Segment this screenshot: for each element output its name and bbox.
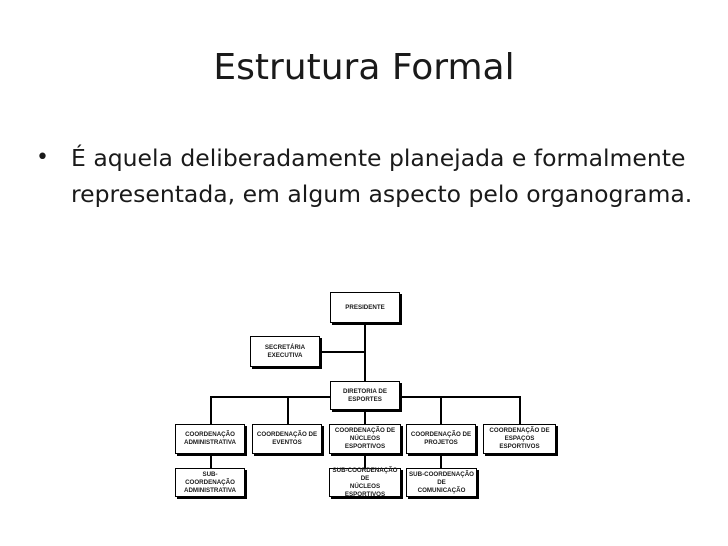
bullet-text: É aquela deliberadamente planejada e for… (71, 144, 693, 208)
connector-line (210, 454, 212, 468)
connector-line (440, 396, 442, 424)
node-sub-coordenacao-nucleos: SUB-COORDENAÇÃO DE NÚCLEOS ESPORTIVOS (329, 467, 401, 498)
node-diretoria-esportes: DIRETORIA DE ESPORTES (330, 381, 400, 410)
node-coordenacao-nucleos: COORDENAÇÃO DE NÚCLEOS ESPORTIVOS (329, 424, 401, 454)
connector-line (364, 454, 366, 468)
connector-line (320, 351, 365, 353)
connector-line (364, 410, 366, 424)
slide-title: Estrutura Formal (213, 47, 515, 88)
node-coordenacao-projetos: COORDENAÇÃO DE PROJETOS (406, 424, 476, 454)
connector-line (287, 396, 289, 424)
node-sub-coordenacao-comunicacao: SUB-COORDENAÇÃO DE COMUNICAÇÃO (406, 468, 477, 497)
connector-line (440, 454, 442, 468)
node-coordenacao-eventos: COORDENAÇÃO DE EVENTOS (252, 424, 322, 454)
node-presidente: PRESIDENTE (330, 292, 400, 323)
node-sub-coordenacao-administrativa: SUB-COORDENAÇÃO ADMINISTRATIVA (175, 468, 245, 497)
bullet-dot: • (36, 145, 49, 170)
connector-line (210, 396, 212, 424)
connector-line (519, 396, 521, 424)
connector-line (400, 396, 520, 398)
node-secretaria-executiva: SECRETÁRIA EXECUTIVA (250, 336, 320, 367)
node-coordenacao-administrativa: COORDENAÇÃO ADMINISTRATIVA (175, 424, 245, 454)
node-coordenacao-espacos: COORDENAÇÃO DE ESPAÇOS ESPORTIVOS (483, 424, 556, 454)
connector-line (210, 396, 330, 398)
